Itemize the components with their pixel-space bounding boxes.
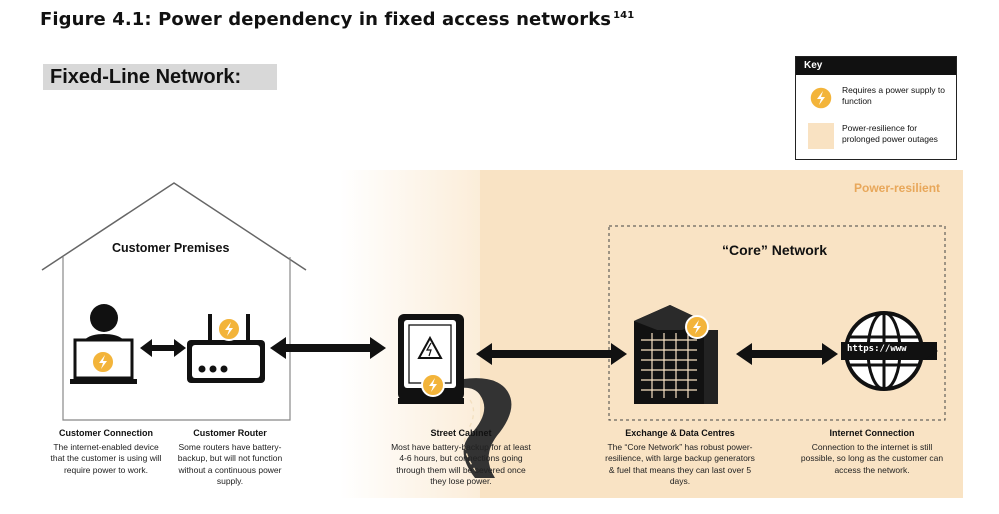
legend-key: Key Requires a power supply to function …	[795, 56, 957, 160]
router-icon	[187, 314, 265, 383]
arrow-router-cabinet	[270, 337, 386, 359]
caption-text: Some routers have battery-backup, but wi…	[177, 441, 283, 487]
customer-person-icon	[70, 304, 137, 384]
section-label: Fixed-Line Network:	[43, 64, 277, 90]
caption-internet-connection: Internet Connection Connection to the in…	[798, 428, 946, 476]
caption-text: Connection to the internet is still poss…	[800, 441, 944, 475]
caption-street-cabinet: Street Cabinet Most have battery-backup …	[390, 428, 532, 488]
globe-icon	[841, 311, 938, 391]
arrow-customer-router	[140, 339, 186, 357]
figure-title: Figure 4.1: Power dependency in fixed ac…	[40, 9, 634, 30]
caption-title: Internet Connection	[829, 428, 915, 438]
lightning-bolt-icon	[809, 86, 833, 110]
caption-text: Most have battery-backup for at least 4-…	[391, 441, 531, 487]
caption-customer-connection: Customer Connection The internet-enabled…	[46, 428, 166, 476]
core-network-label: “Core” Network	[722, 242, 828, 258]
house-walls	[62, 257, 291, 421]
footnote-marker: 141	[613, 10, 635, 21]
caption-title: Street Cabinet	[430, 428, 492, 438]
house-roof	[41, 182, 307, 271]
connection-arrows	[140, 337, 838, 365]
caption-customer-router: Customer Router Some routers have batter…	[170, 428, 290, 488]
arrow-core-internet	[736, 343, 838, 365]
data-centre-icon	[634, 305, 718, 404]
key-item-power-text: Requires a power supply to function	[842, 85, 946, 106]
key-heading: Key	[796, 57, 956, 75]
url-label: https://www	[847, 344, 907, 354]
core-network-box	[608, 225, 946, 421]
caption-title: Customer Connection	[58, 428, 153, 438]
power-resilient-label: Power-resilient	[854, 181, 941, 195]
caption-exchange-data-centres: Exchange & Data Centres The “Core Networ…	[605, 428, 755, 488]
caption-title: Exchange & Data Centres	[625, 428, 735, 438]
key-item-resilience-text: Power-resilience for prolonged power out…	[842, 123, 938, 144]
street-cabinet-icon	[398, 314, 512, 478]
customer-premises-label: Customer Premises	[112, 241, 230, 255]
tan-swatch	[808, 123, 834, 149]
arrow-cabinet-core	[476, 343, 627, 365]
figure-title-text: Figure 4.1: Power dependency in fixed ac…	[40, 9, 612, 30]
caption-text: The internet-enabled device that the cus…	[50, 441, 162, 475]
caption-title: Customer Router	[193, 428, 267, 438]
caption-text: The “Core Network” has robust power-resi…	[605, 441, 755, 487]
